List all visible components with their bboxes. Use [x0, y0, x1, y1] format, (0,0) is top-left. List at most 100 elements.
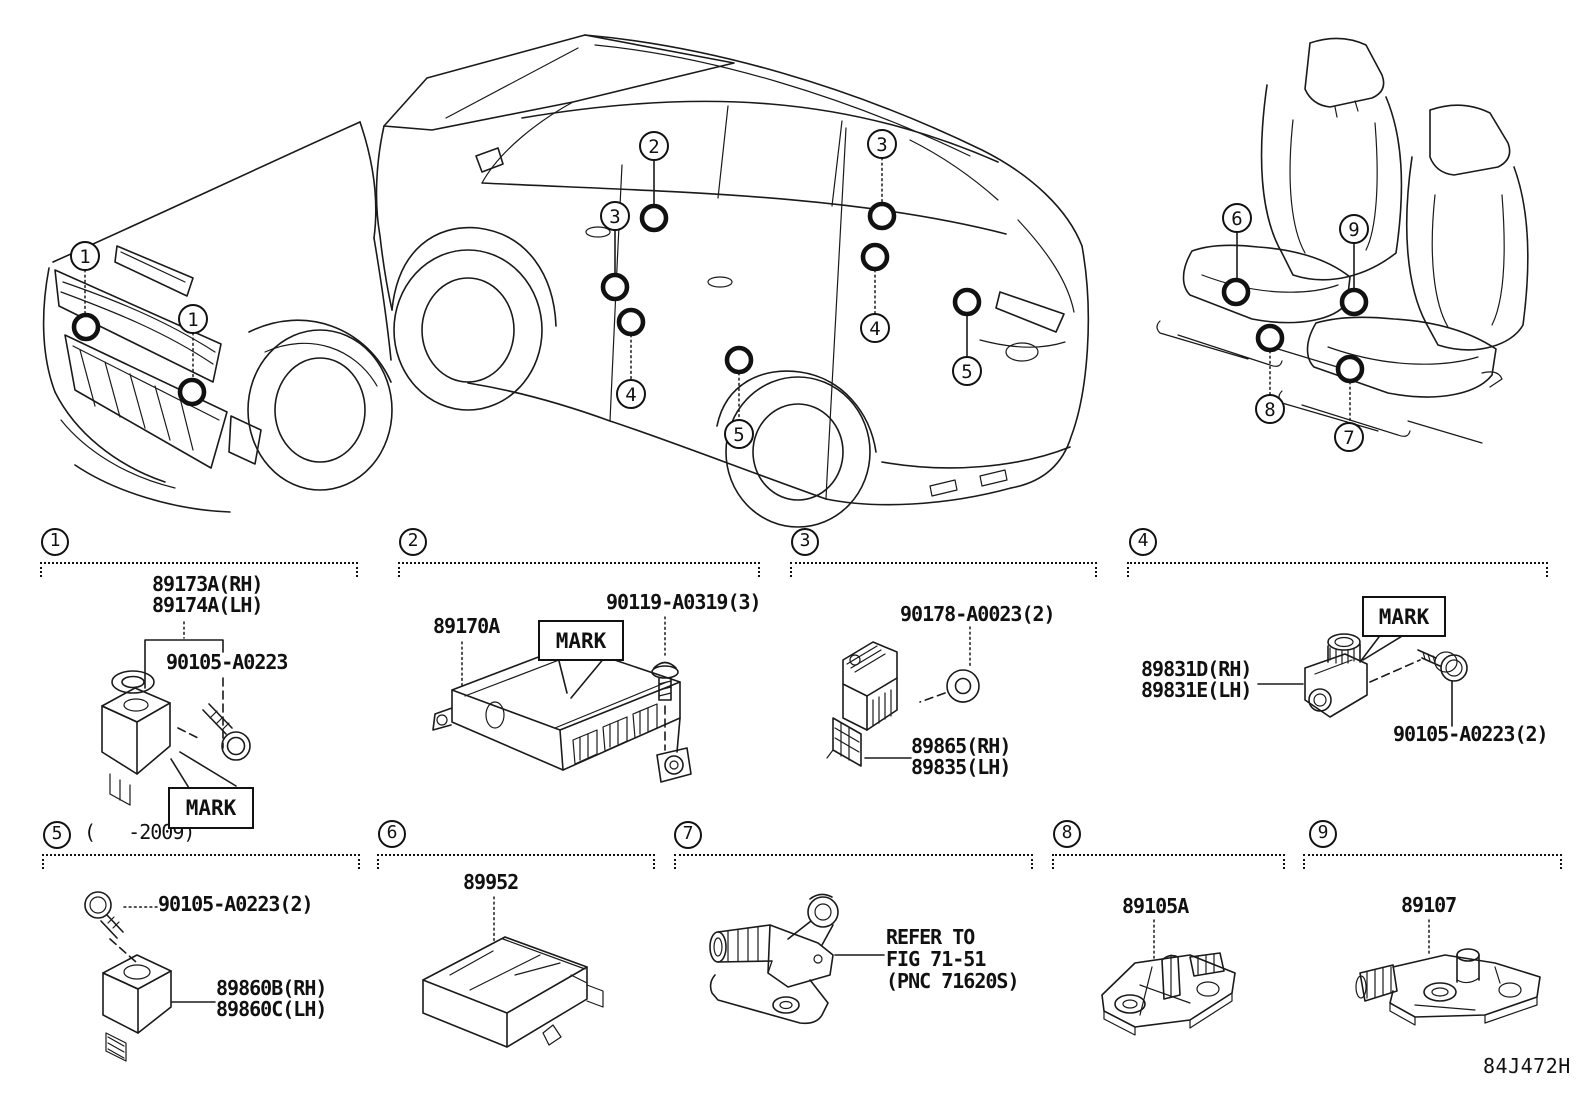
svg-text:2: 2 — [648, 136, 659, 158]
section-9-drawing — [1355, 919, 1541, 1026]
svg-text:9: 9 — [1348, 219, 1359, 241]
section-6-drawing — [422, 896, 604, 1048]
front-callout-1b[interactable]: 1 — [177, 304, 208, 407]
part-label-89107[interactable]: 89107 — [1401, 893, 1457, 917]
side-callout-4b[interactable]: 4 — [860, 242, 890, 343]
section-1-bracket — [40, 562, 358, 577]
section-7-bracket — [674, 854, 1033, 869]
part-label-90178-A0023[interactable]: 90178-A0023(2) — [900, 602, 1056, 626]
mark-callout-box-s1: MARK — [168, 787, 254, 829]
section-4-number[interactable]: 4 — [1129, 528, 1157, 556]
location-ring — [724, 345, 754, 375]
section-4-drawing — [1257, 632, 1468, 727]
part-label-89865[interactable]: 89865(RH)89835(LH) — [911, 734, 1011, 779]
section-8-number[interactable]: 8 — [1053, 820, 1081, 848]
svg-text:3: 3 — [876, 134, 887, 156]
section-1-number[interactable]: 1 — [41, 528, 69, 556]
side-callout-5b[interactable]: 5 — [952, 287, 982, 386]
side-airbag-sensor-part — [826, 641, 898, 767]
svg-text:5: 5 — [961, 361, 972, 383]
section-1-drawing — [101, 621, 251, 806]
occupant-detection-ecu-part — [422, 936, 604, 1048]
bolt-part — [1417, 649, 1468, 682]
section-2-bracket — [398, 562, 760, 577]
svg-text:4: 4 — [625, 384, 636, 406]
part-label-89860B[interactable]: 89860B(RH)89860C(LH) — [216, 976, 327, 1021]
bolt-part — [84, 891, 124, 939]
bolt-part — [651, 661, 679, 701]
section-8-bracket — [1052, 854, 1285, 869]
floor-airbag-sensor-part — [102, 954, 172, 1062]
section-6-bracket — [377, 854, 655, 869]
location-ring — [860, 242, 890, 272]
location-ring — [1335, 354, 1365, 384]
mark-callout-box-s2: MARK — [538, 620, 624, 661]
svg-text:7: 7 — [1343, 427, 1354, 449]
part-label-90119-A0319[interactable]: 90119-A0319(3) — [606, 590, 762, 614]
mark-callout-box-s4: MARK — [1362, 596, 1446, 637]
svg-text:6: 6 — [1231, 208, 1242, 230]
side-airbag-sensor-bracket-part — [1101, 952, 1236, 1036]
vehicle-front-view: 1 1 — [42, 121, 393, 513]
location-ring — [71, 312, 101, 342]
location-ring — [1221, 277, 1251, 307]
svg-text:5: 5 — [733, 424, 744, 446]
side-callout-2[interactable]: 2 — [639, 131, 669, 233]
section-7-number[interactable]: 7 — [674, 821, 702, 849]
location-ring — [600, 272, 630, 302]
figure-code: 84J472H — [1483, 1054, 1571, 1078]
section-7-drawing — [709, 893, 885, 1025]
svg-text:1: 1 — [79, 246, 90, 268]
section-5-drawing — [84, 891, 216, 1062]
part-label-89105A[interactable]: 89105A — [1122, 894, 1189, 918]
section-6-number[interactable]: 6 — [378, 820, 406, 848]
part-label-90105-A0223[interactable]: 90105-A0223 — [166, 650, 288, 674]
bolt-part — [202, 703, 251, 761]
part-label-89831D[interactable]: 89831D(RH)89831E(LH) — [1141, 657, 1252, 702]
location-ring — [177, 377, 207, 407]
part-label-90105-A0223-s5[interactable]: 90105-A0223(2) — [158, 892, 314, 916]
seats-sketch — [1156, 37, 1529, 444]
location-ring — [639, 203, 669, 233]
section-9-bracket — [1303, 854, 1562, 869]
front-airbag-sensor-part — [101, 670, 171, 806]
section-3-number[interactable]: 3 — [791, 528, 819, 556]
section-5-bracket — [42, 854, 360, 869]
airbag-ecu-part — [432, 644, 692, 783]
section-4-bracket — [1127, 562, 1548, 577]
side-callout-3a[interactable]: 3 — [600, 201, 630, 302]
seat-callout-8[interactable]: 8 — [1255, 323, 1285, 424]
section-3-bracket — [790, 562, 1097, 577]
section-5-date-note: ( -2009) — [84, 820, 195, 844]
vehicle-side-view: 2 3 4 5 3 4 — [375, 34, 1090, 528]
nut-part — [946, 669, 980, 703]
section-3-drawing — [826, 626, 980, 767]
svg-text:3: 3 — [609, 206, 620, 228]
seat-callout-9[interactable]: 9 — [1339, 214, 1369, 317]
side-callout-3b[interactable]: 3 — [867, 129, 897, 231]
location-ring — [616, 307, 646, 337]
seat-position-sensor-bracket-part — [709, 893, 839, 1025]
location-ring — [952, 287, 982, 317]
section-2-number[interactable]: 2 — [399, 528, 427, 556]
section-5-number[interactable]: 5 — [43, 821, 71, 849]
front-callout-1a[interactable]: 1 — [70, 241, 101, 342]
section-9-number[interactable]: 9 — [1309, 820, 1337, 848]
seat-callout-6[interactable]: 6 — [1221, 203, 1252, 307]
section-2-drawing — [432, 616, 692, 783]
seat-callout-7[interactable]: 7 — [1334, 354, 1365, 452]
svg-text:1: 1 — [187, 309, 198, 331]
section-8-drawing — [1101, 919, 1236, 1036]
location-ring — [1339, 287, 1369, 317]
part-label-89173A[interactable]: 89173A(RH)89174A(LH) — [152, 572, 263, 617]
side-callout-4a[interactable]: 4 — [616, 307, 646, 409]
car-front-sketch — [42, 121, 393, 513]
svg-text:4: 4 — [869, 318, 880, 340]
part-label-89170A[interactable]: 89170A — [433, 614, 500, 638]
part-label-90105-A0223-2[interactable]: 90105-A0223(2) — [1393, 722, 1549, 746]
part-label-89952[interactable]: 89952 — [463, 870, 519, 894]
car-side-sketch — [375, 34, 1090, 528]
side-callout-5a[interactable]: 5 — [724, 345, 754, 449]
